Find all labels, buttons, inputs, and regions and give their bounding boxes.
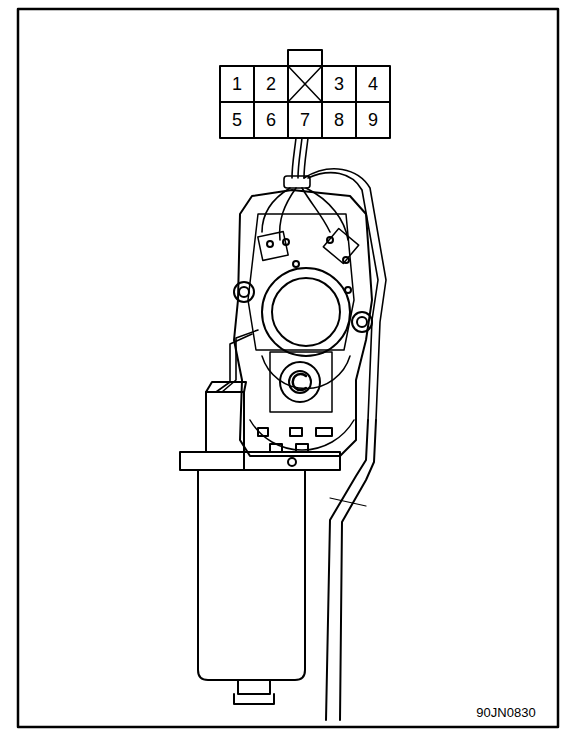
pin-number: 2: [266, 75, 276, 93]
pin-number: 4: [368, 75, 378, 93]
frame: [18, 9, 558, 727]
pin-number: 5: [232, 111, 242, 129]
pin-number: 7: [300, 111, 310, 129]
pin-number: 8: [334, 111, 344, 129]
motor-body: [198, 470, 305, 704]
pin-number: 6: [266, 111, 276, 129]
figure-code: 90JN0830: [476, 706, 535, 719]
cable: [326, 420, 376, 720]
pin-number: 1: [232, 75, 242, 93]
brush-bracket: [180, 382, 340, 470]
gear-housing: [234, 190, 372, 466]
pin-number: 9: [368, 111, 378, 129]
connector: [220, 50, 390, 138]
pin-number: 3: [334, 75, 344, 93]
